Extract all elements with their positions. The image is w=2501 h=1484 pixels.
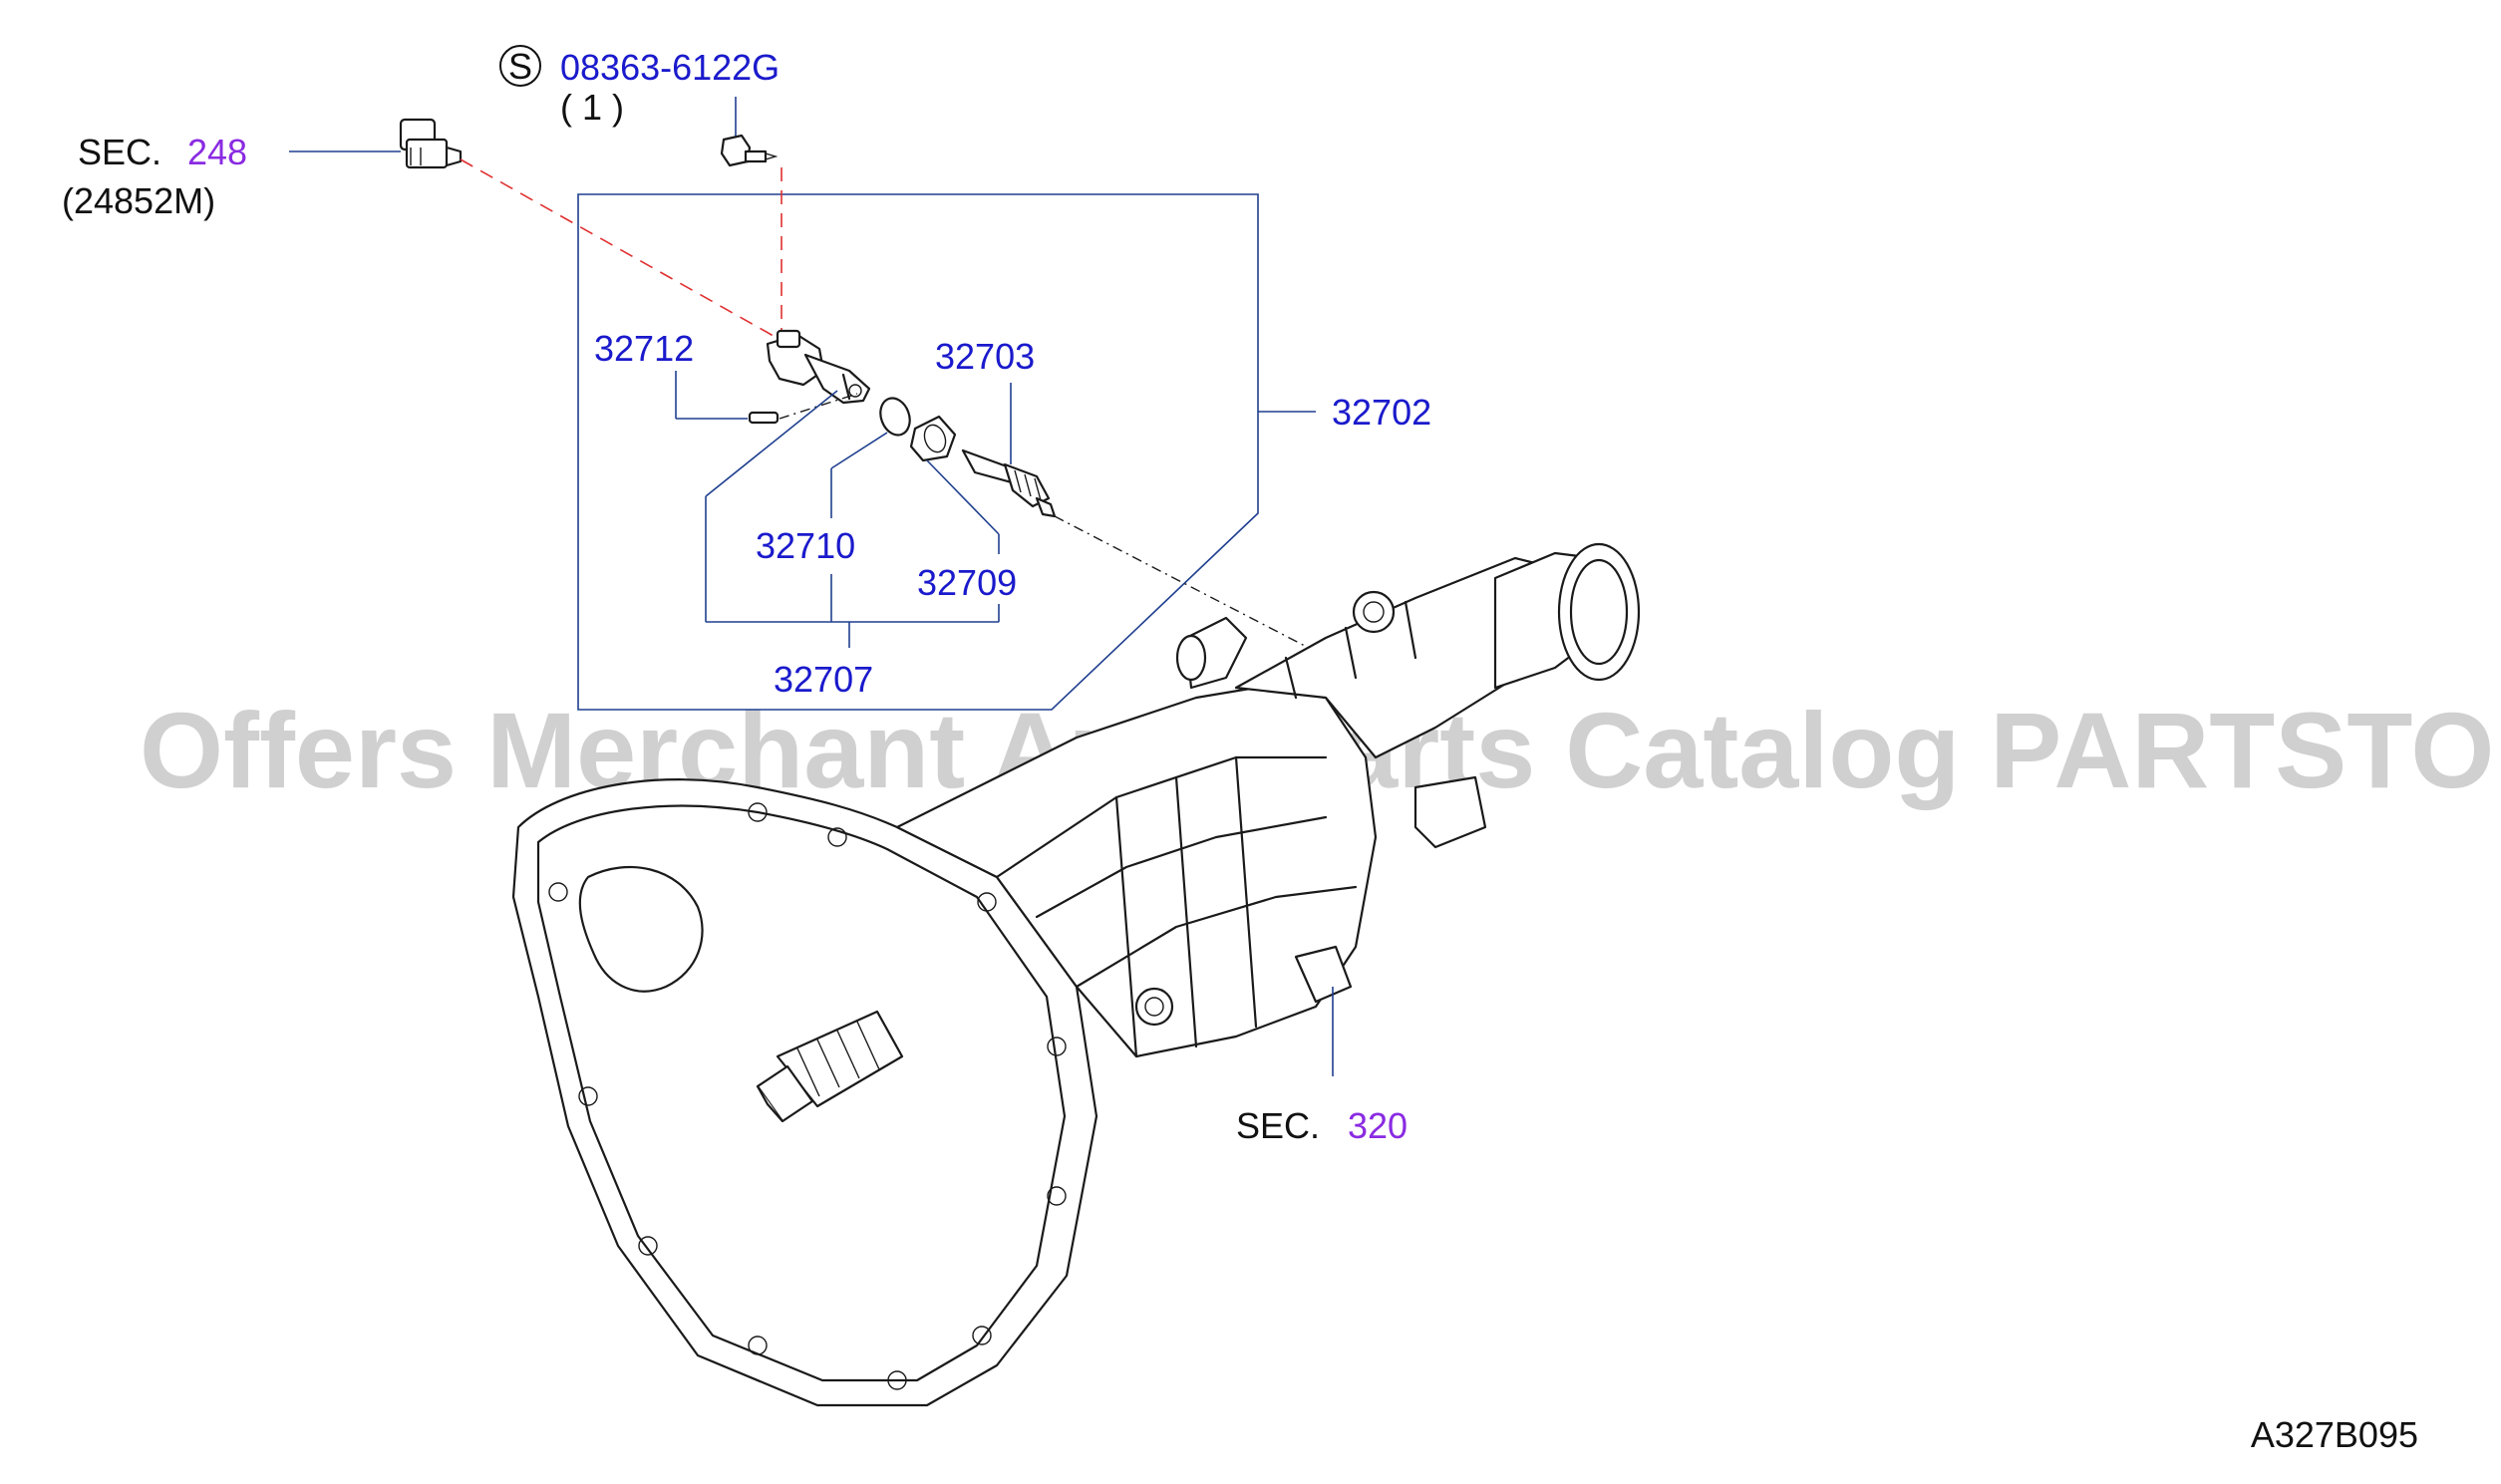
- axis-line-pin: [779, 393, 858, 420]
- bushing-32709-icon[interactable]: [909, 415, 957, 462]
- speed-sensor-sec248-icon[interactable]: [399, 118, 463, 169]
- part-number-32702[interactable]: 32702: [1332, 392, 1431, 433]
- kit-outline-box: [577, 193, 1259, 711]
- diagram-code: A327B095: [2251, 1414, 2418, 1455]
- part-number-08363-6122G[interactable]: 08363-6122G: [560, 47, 780, 88]
- leader-32709-diag: [926, 459, 1000, 535]
- dashed-line-sensor: [460, 158, 788, 345]
- part-number-32712[interactable]: 32712: [594, 328, 694, 369]
- sec248-prefix: SEC.: [78, 132, 161, 172]
- screw-icon[interactable]: [720, 134, 779, 167]
- part-number-32710[interactable]: 32710: [756, 525, 855, 566]
- sec320-prefix: SEC.: [1236, 1105, 1320, 1146]
- pinion-gear-32703-icon[interactable]: [961, 448, 1057, 518]
- sec248-subcode: (24852M): [62, 180, 215, 221]
- part-number-32707[interactable]: 32707: [774, 659, 873, 700]
- sec320-link[interactable]: 320: [1348, 1105, 1407, 1146]
- leader-32710-diag: [830, 432, 888, 469]
- service-symbol: S: [499, 45, 541, 87]
- leader-32707-diag: [705, 390, 838, 497]
- transmission-assembly-icon: [511, 542, 1641, 1407]
- svg-text:S: S: [508, 46, 532, 87]
- screw-quantity: ( 1 ): [560, 87, 624, 128]
- part-number-32709[interactable]: 32709: [917, 562, 1017, 603]
- speedometer-sleeve-icon[interactable]: [766, 329, 871, 405]
- o-ring-32710-icon[interactable]: [875, 394, 914, 439]
- part-number-32703[interactable]: 32703: [935, 336, 1035, 377]
- sec248-link[interactable]: 248: [187, 132, 247, 172]
- pin-32712-icon[interactable]: [748, 411, 780, 425]
